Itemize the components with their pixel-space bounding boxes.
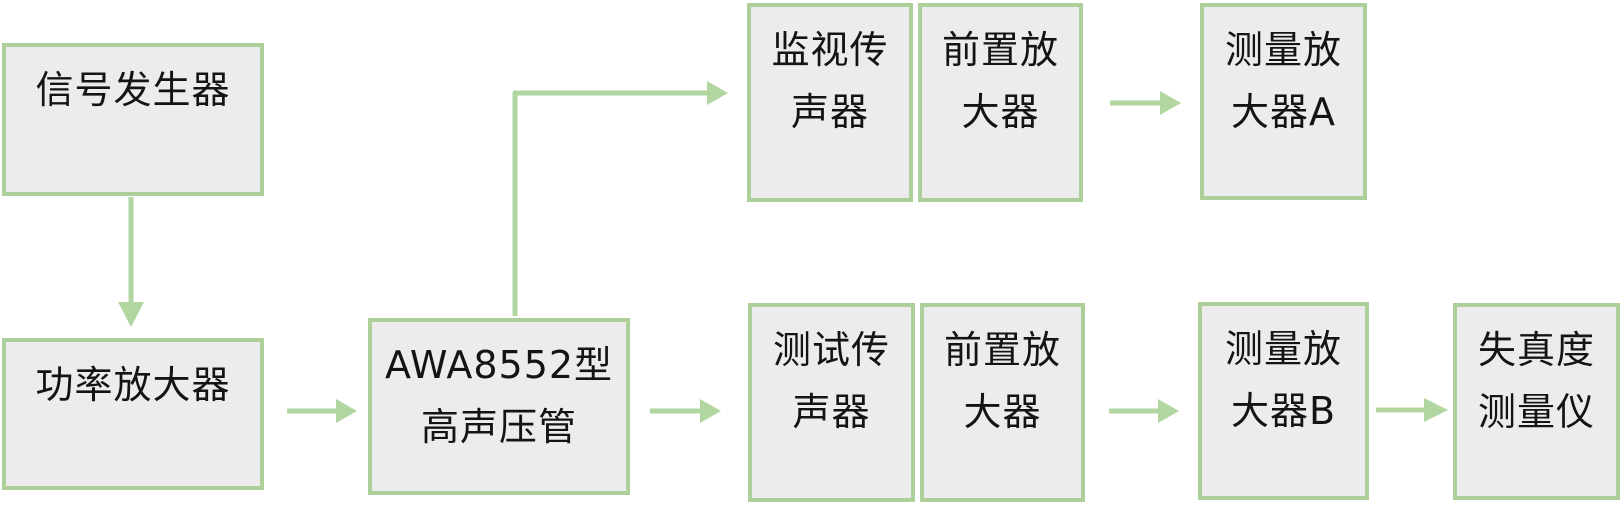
node-label: AWA8552型	[384, 343, 614, 387]
node-label: 声器	[790, 90, 869, 134]
node-label: 前置放	[943, 328, 1061, 372]
node-label: 功率放大器	[35, 363, 231, 407]
node-measuring-amplifier-a: 测量放 大器A	[1200, 3, 1367, 200]
node-label: 信号发生器	[35, 68, 231, 112]
node-label: 测量放	[1224, 28, 1342, 72]
node-label: 测量放	[1224, 327, 1342, 371]
node-label: 大器	[963, 390, 1042, 434]
node-label: 失真度	[1477, 328, 1595, 372]
node-monitor-microphone: 监视传 声器	[747, 3, 913, 202]
node-label: 大器B	[1230, 389, 1337, 433]
node-awa8552-tube: AWA8552型 高声压管	[368, 318, 630, 495]
arrow-power-to-awa8552	[287, 399, 357, 423]
node-label: 前置放	[941, 28, 1059, 72]
node-label: 大器A	[1231, 90, 1336, 134]
node-label: 声器	[792, 390, 871, 434]
node-test-microphone: 测试传 声器	[748, 303, 915, 502]
arrow-awa8552-to-test-mic	[650, 399, 721, 423]
arrow-awa8552-to-monitor-mic	[512, 81, 728, 316]
node-distortion-meter: 失真度 测量仪	[1453, 303, 1620, 500]
node-label: 测量仪	[1477, 390, 1595, 434]
node-signal-generator: 信号发生器	[2, 43, 264, 196]
node-power-amplifier: 功率放大器	[2, 338, 264, 490]
node-label: 测试传	[772, 328, 890, 372]
arrow-meas-b-to-distortion-meter	[1376, 398, 1448, 422]
node-label: 监视传	[771, 28, 889, 72]
node-label: 大器	[961, 90, 1040, 134]
arrow-preamp-bottom-to-meas-b	[1109, 399, 1179, 423]
node-measuring-amplifier-b: 测量放 大器B	[1198, 302, 1369, 500]
node-preamplifier-bottom: 前置放 大器	[920, 303, 1085, 502]
arrow-preamp-top-to-meas-a	[1110, 91, 1181, 115]
arrow-signal-to-power	[118, 197, 144, 327]
node-preamplifier-top: 前置放 大器	[918, 3, 1083, 202]
node-label: 高声压管	[420, 405, 577, 449]
